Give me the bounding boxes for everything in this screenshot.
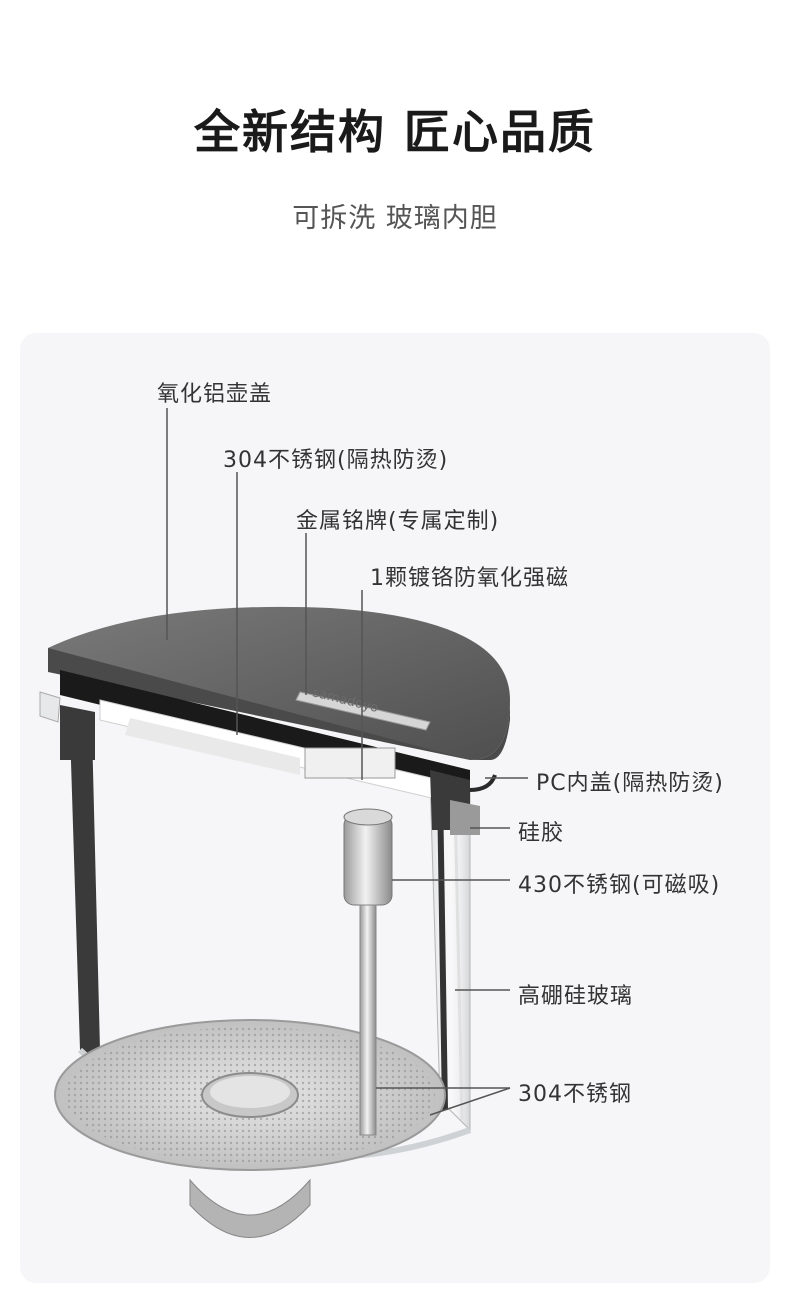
- leader-lines: [166, 408, 528, 1116]
- page-subtitle: 可拆洗 玻璃内胆: [292, 203, 498, 234]
- callout-steel-430: 430不锈钢(可磁吸): [518, 873, 721, 898]
- callout-magnet: 1颗镀铬防氧化强磁: [370, 566, 569, 591]
- callout-metal-nameplate: 金属铭牌(专属定制): [296, 509, 500, 534]
- callout-steel-304-insulated: 304不锈钢(隔热防烫): [223, 448, 449, 473]
- callout-lid-alumina: 氧化铝壶盖: [157, 382, 273, 407]
- page-title: 全新结构 匠心品质: [193, 105, 596, 159]
- lid-assembly: [39, 606, 510, 835]
- callout-borosilicate-glass: 高硼硅玻璃: [518, 984, 634, 1009]
- filter-mesh-plate: [54, 1019, 446, 1238]
- callout-pc-inner-lid: PC内盖(隔热防烫): [536, 771, 724, 796]
- callout-steel-304: 304不锈钢: [518, 1082, 632, 1107]
- magnet-rod: [343, 808, 393, 1136]
- callout-silicone: 硅胶: [518, 821, 565, 846]
- glass-body: [70, 730, 472, 1160]
